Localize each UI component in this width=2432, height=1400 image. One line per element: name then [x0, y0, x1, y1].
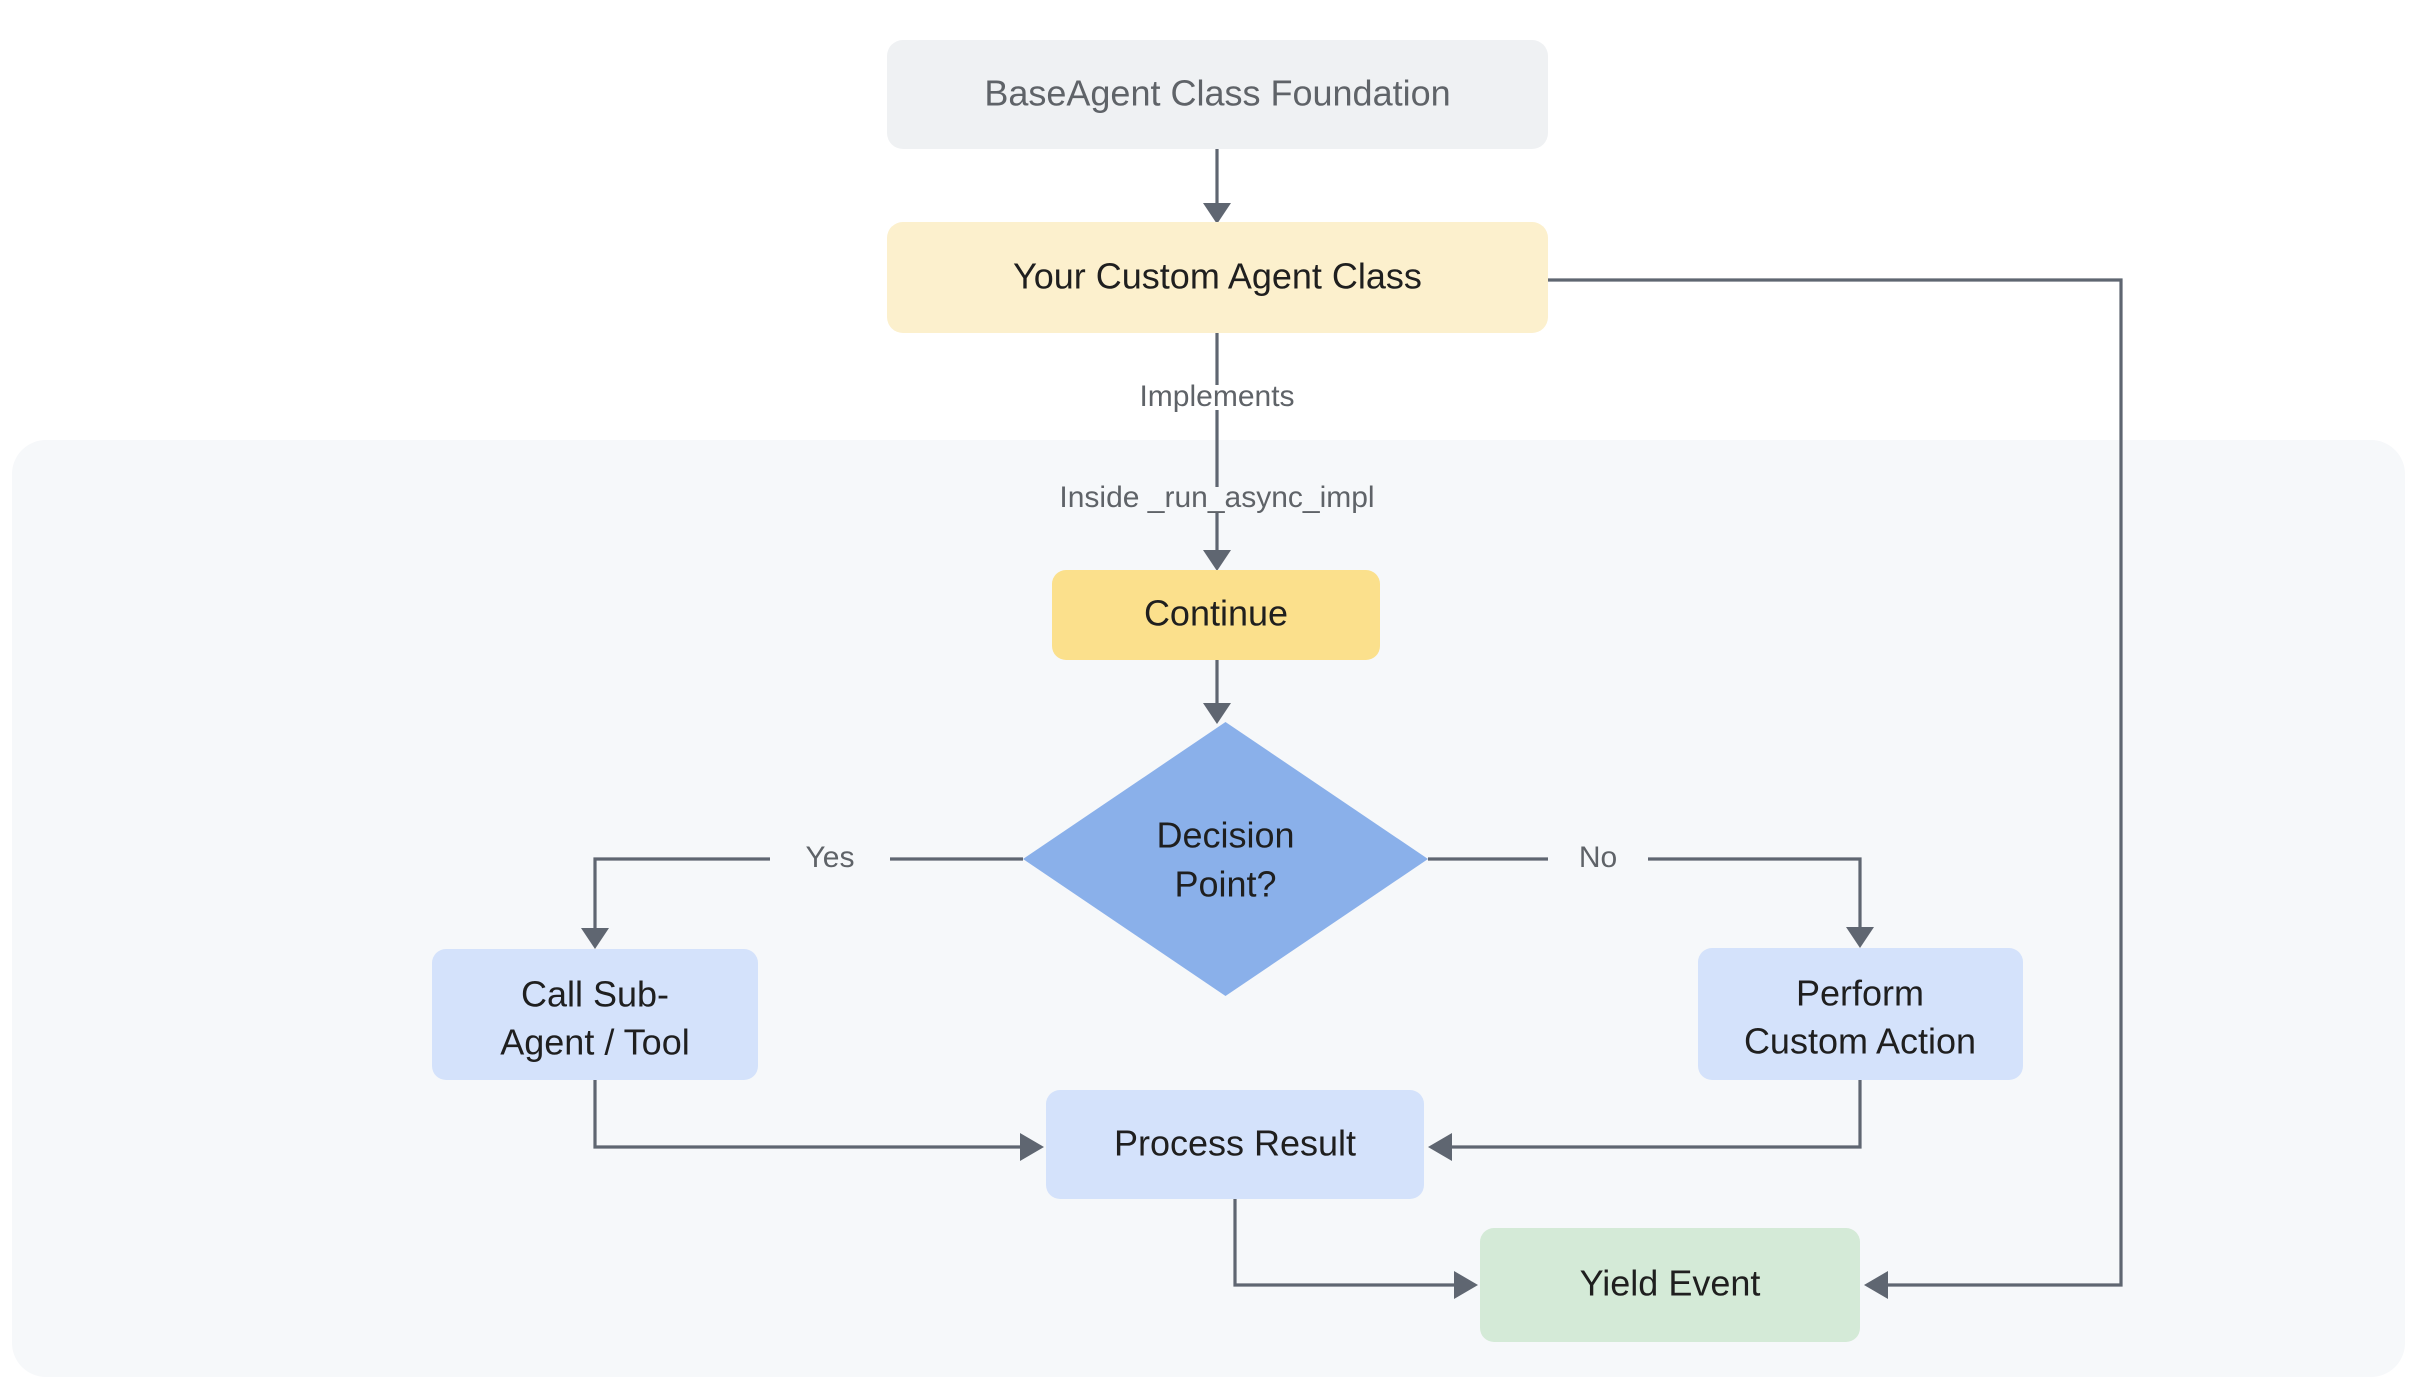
node-continue[interactable]: Continue [1052, 570, 1380, 660]
node-decision-label-line-1: Decision [1156, 815, 1294, 856]
node-call-sub-agent-tool[interactable]: Call Sub- Agent / Tool [432, 949, 758, 1080]
node-base-agent-label: BaseAgent Class Foundation [984, 73, 1450, 114]
node-decision-point[interactable]: Decision Point? [1023, 722, 1428, 996]
node-perform-custom-action-label-line-2: Custom Action [1744, 1021, 1976, 1062]
node-call-sub-agent-label-line-2: Agent / Tool [500, 1022, 689, 1063]
node-process-result-label: Process Result [1114, 1123, 1356, 1164]
edge-continue-to-decision [1203, 660, 1231, 724]
node-process-result[interactable]: Process Result [1046, 1090, 1424, 1199]
edge-call-sub-agent-to-process-result [593, 1080, 1044, 1161]
edge-label-no: No [1579, 841, 1617, 874]
edge-perform-custom-action-to-process-result [1428, 1080, 1862, 1161]
node-process-result-shape[interactable] [1046, 1090, 1424, 1199]
node-call-sub-agent-shape[interactable] [432, 949, 758, 1080]
node-continue-label: Continue [1144, 593, 1288, 634]
node-decision-shape[interactable] [1023, 722, 1428, 996]
node-your-custom-agent-class[interactable]: Your Custom Agent Class [887, 222, 1548, 333]
node-decision-label-line-2: Point? [1174, 864, 1276, 905]
node-base-agent-shape[interactable] [887, 40, 1548, 149]
node-custom-agent-label: Your Custom Agent Class [1013, 256, 1422, 297]
edge-label-inside-run-async-impl: Inside _run_async_impl [1059, 481, 1374, 514]
node-call-sub-agent-label-line-1: Call Sub- [521, 974, 669, 1015]
node-perform-custom-action[interactable]: Perform Custom Action [1698, 948, 2023, 1080]
node-yield-event-label: Yield Event [1580, 1263, 1761, 1304]
edge-custom-agent-to-continue [1203, 333, 1231, 571]
edge-decision-to-call-sub-agent-tool [581, 857, 1023, 949]
edge-process-result-to-yield-event [1233, 1199, 1478, 1299]
node-yield-event[interactable]: Yield Event [1480, 1228, 1860, 1342]
edge-label-no-backdrop [1548, 838, 1648, 880]
edge-label-yes: Yes [806, 841, 855, 874]
edge-label-implements: Implements [1139, 380, 1294, 413]
node-yield-event-shape[interactable] [1480, 1228, 1860, 1342]
node-base-agent-class-foundation[interactable]: BaseAgent Class Foundation [887, 40, 1548, 149]
node-perform-custom-action-shape[interactable] [1698, 948, 2023, 1080]
node-continue-shape[interactable] [1052, 570, 1380, 660]
edge-custom-agent-to-yield-event [1548, 278, 2123, 1299]
edge-label-yes-backdrop [770, 838, 890, 880]
edge-base-agent-to-custom-agent [1203, 149, 1231, 224]
node-custom-agent-shape[interactable] [887, 222, 1548, 333]
node-perform-custom-action-label-line-1: Perform [1796, 973, 1924, 1014]
